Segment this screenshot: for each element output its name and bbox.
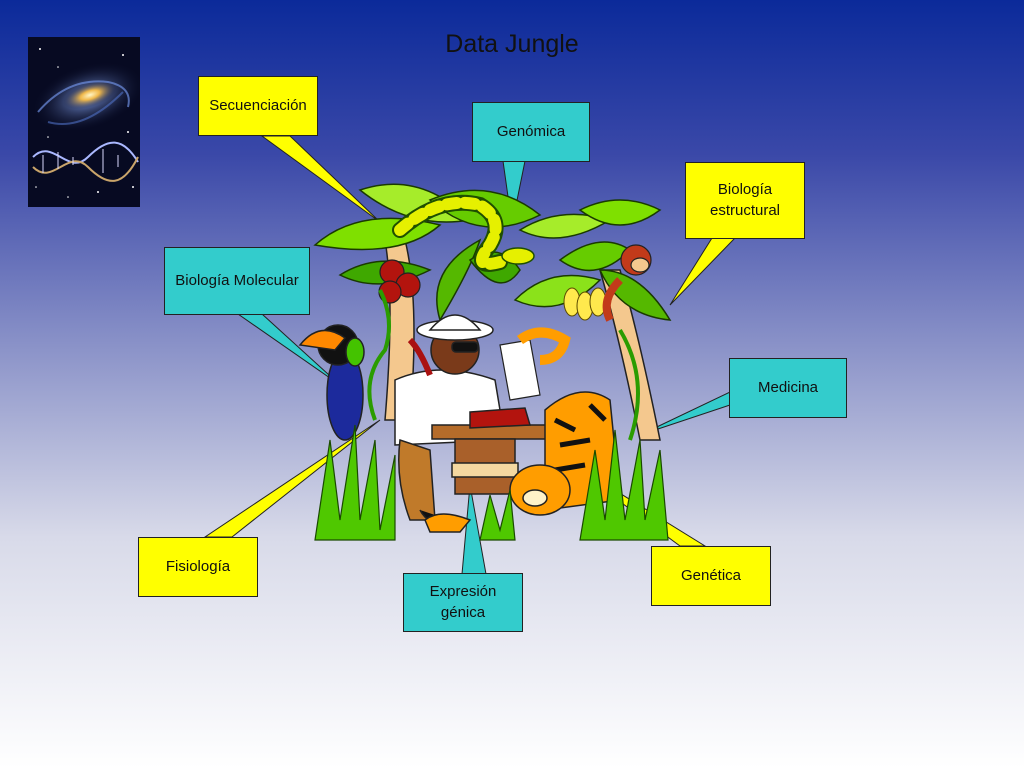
desk xyxy=(431,407,553,495)
callout-biologia-estructural: Biología estructural xyxy=(685,162,805,239)
pointer-biologia-estructural xyxy=(669,237,737,306)
monkey xyxy=(602,244,652,322)
callout-medicina: Medicina xyxy=(729,358,847,418)
callout-biologia-molecular: Biología Molecular xyxy=(164,247,310,315)
callout-label: Genómica xyxy=(496,122,566,140)
callout-expresion-genica: Expresión génica xyxy=(403,573,523,632)
bananas xyxy=(563,287,607,321)
callout-label: Genética xyxy=(680,566,742,584)
toucan xyxy=(298,324,365,441)
callout-genetica: Genética xyxy=(651,546,771,606)
tiger xyxy=(424,327,621,533)
callout-label: Biología estructural xyxy=(709,181,781,219)
callout-label: Expresión génica xyxy=(429,583,497,621)
red-fruits xyxy=(378,259,421,304)
callout-genomica: Genómica xyxy=(472,102,590,162)
callout-label: Fisiología xyxy=(165,557,231,575)
pointer-secuenciacion xyxy=(260,135,381,223)
callout-label: Medicina xyxy=(757,378,819,396)
galaxy-dna-image xyxy=(28,37,140,207)
callout-label: Secuenciación xyxy=(209,96,307,114)
callout-fisiologia: Fisiología xyxy=(138,537,258,597)
slide-title: Data Jungle xyxy=(445,30,579,58)
grass xyxy=(314,424,669,541)
callout-label: Biología Molecular xyxy=(175,271,299,289)
callout-secuenciacion: Secuenciación xyxy=(198,76,318,136)
